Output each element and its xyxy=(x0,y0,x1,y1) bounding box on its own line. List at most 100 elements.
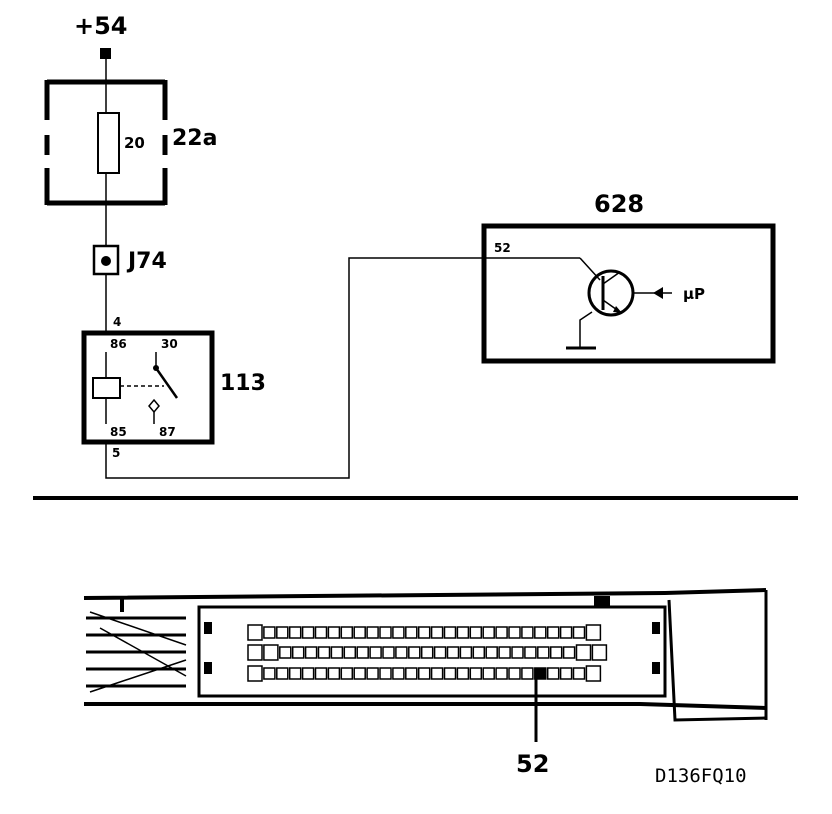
connector-pin xyxy=(340,667,354,680)
connector-pin xyxy=(301,626,315,639)
relay-pin-in-top: 4 xyxy=(113,315,121,329)
connector-pin xyxy=(524,646,537,659)
connector-pin xyxy=(408,646,421,659)
connector-pin xyxy=(395,646,408,659)
connector-pin xyxy=(417,626,431,639)
connector-pin xyxy=(340,626,354,639)
relay-ref: 113 xyxy=(220,371,266,396)
supply-terminal xyxy=(100,48,111,59)
contact-87 xyxy=(148,398,160,414)
relay-pin-87: 87 xyxy=(159,425,176,439)
wire-relay-to-ecu xyxy=(105,257,580,479)
connector-pin xyxy=(247,644,263,661)
control-unit-ref: 628 xyxy=(594,190,644,218)
control-unit-box xyxy=(481,223,776,364)
connector-pin xyxy=(392,626,405,639)
connector-pin xyxy=(430,667,444,680)
connector-outline xyxy=(83,588,768,722)
connector-pin xyxy=(366,626,379,639)
emitter-ground-lead xyxy=(579,311,593,348)
connector-pin xyxy=(575,644,592,661)
connector-pin xyxy=(521,626,534,639)
connector-keys xyxy=(204,622,660,674)
connector-pin xyxy=(327,667,341,680)
connector-pin xyxy=(288,667,302,680)
connector-pin xyxy=(469,626,483,639)
supply-label: +54 xyxy=(74,12,128,40)
connector-pin xyxy=(562,646,576,659)
relay-pin-out-bottom: 5 xyxy=(112,446,120,460)
connector-pin xyxy=(443,667,457,680)
relay-switch-arm xyxy=(154,367,179,399)
junction-ref: J74 xyxy=(126,249,167,274)
signal-arrow xyxy=(653,287,663,299)
connector-pin xyxy=(276,626,289,639)
connector-pin xyxy=(456,667,470,680)
connector-pin xyxy=(559,667,573,680)
connector-pin xyxy=(392,667,405,680)
fuse-ref: 22a xyxy=(172,126,217,151)
connector-pin xyxy=(263,626,276,639)
connector-pin xyxy=(546,626,560,639)
connector-pin xyxy=(330,646,344,659)
connector-pin xyxy=(456,626,470,639)
connector-pin xyxy=(508,667,521,680)
connector-pin xyxy=(369,646,382,659)
connector-pin xyxy=(482,626,495,639)
connector-pin xyxy=(443,626,457,639)
connector-pin xyxy=(353,626,366,639)
connector-pin xyxy=(472,646,486,659)
connector-pin xyxy=(572,667,586,680)
connector-pin xyxy=(511,646,524,659)
relay-pin-85: 85 xyxy=(110,425,127,439)
connector-pin xyxy=(591,644,608,661)
connector-pin xyxy=(433,646,447,659)
control-unit-pin: 52 xyxy=(494,241,511,255)
connector-pin xyxy=(288,626,302,639)
connector-pin xyxy=(585,624,602,641)
relay-coil xyxy=(92,377,121,399)
connector-pin xyxy=(585,665,602,682)
connector-pin xyxy=(495,667,508,680)
junction-dot xyxy=(101,256,111,266)
connector-pin xyxy=(263,644,279,661)
connector-pin xyxy=(317,646,331,659)
connector-pin xyxy=(498,646,511,659)
connector-pin xyxy=(446,646,460,659)
connector-pin xyxy=(546,667,560,680)
connector-pin xyxy=(521,667,534,680)
relay-pin-30: 30 xyxy=(161,337,178,351)
connector-pin-grid xyxy=(247,624,608,682)
relay-pin-86: 86 xyxy=(110,337,127,351)
connector-pin xyxy=(314,626,328,639)
connector-housing xyxy=(197,605,667,698)
transistor-collector xyxy=(602,271,621,285)
connector-pin xyxy=(314,667,328,680)
connector-pin xyxy=(420,646,434,659)
connector-pin xyxy=(459,646,473,659)
connector-pin xyxy=(417,667,431,680)
connector-pin xyxy=(508,626,521,639)
connector-pin xyxy=(366,667,379,680)
connector-pin xyxy=(405,667,418,680)
connector-wire-bundle xyxy=(86,611,187,693)
figure-code: D136FQ10 xyxy=(655,765,747,787)
connector-pin xyxy=(572,626,586,639)
relay-box xyxy=(81,330,215,445)
connector-pin xyxy=(247,665,263,682)
connector-pin xyxy=(343,646,357,659)
connector-pin xyxy=(247,624,263,641)
connector-pin xyxy=(304,646,318,659)
connector-pin xyxy=(495,626,508,639)
fuse-value: 20 xyxy=(124,134,145,152)
connector-pin xyxy=(353,667,366,680)
connector-pin xyxy=(356,646,369,659)
connector-pin xyxy=(485,646,498,659)
connector-pin xyxy=(327,626,341,639)
connector-pin xyxy=(469,667,483,680)
connector-pin xyxy=(279,646,292,659)
connector-pin xyxy=(301,667,315,680)
junction-box xyxy=(92,244,120,276)
connector-pin xyxy=(379,626,392,639)
